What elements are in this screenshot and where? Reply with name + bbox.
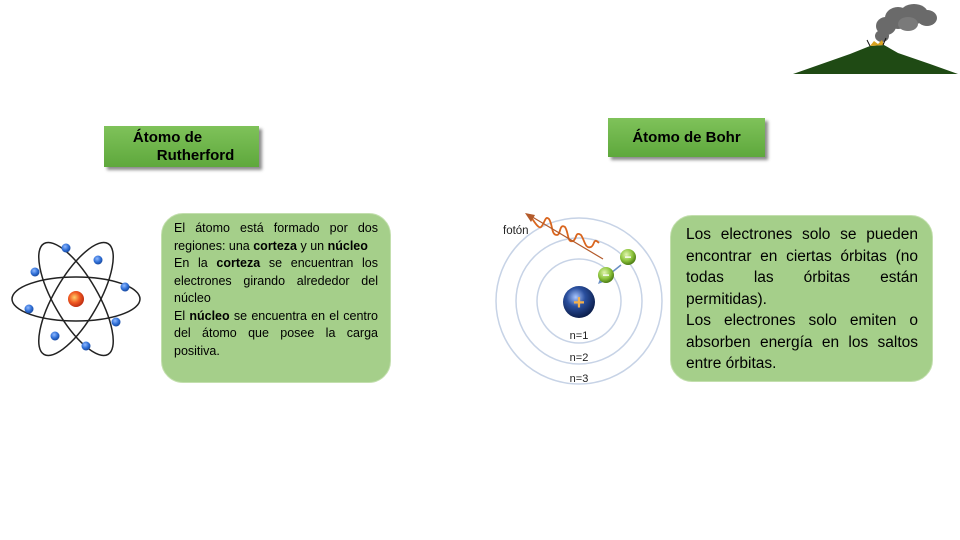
- rutherford-orbit-diagonal-a: [38, 241, 114, 357]
- volcano-lava: [870, 40, 884, 46]
- rutherford-title-line1: Átomo de: [132, 128, 203, 146]
- volcano-smoke: [875, 4, 937, 42]
- orbit-label-n2: n=2: [570, 352, 589, 364]
- highlight-corteza: corteza: [253, 238, 298, 253]
- rutherford-title-badge: Átomo de Rutherford: [104, 126, 259, 167]
- bohr-electron-upper: [620, 249, 636, 265]
- bohr-atom-diagram: − − + fotón n=1 n=2 n=3: [495, 213, 663, 385]
- bohr-description-box: Los electrones solo se pueden encontrar …: [670, 215, 933, 382]
- photon-wave: [530, 216, 600, 249]
- bohr-title-badge: Átomo de Bohr: [608, 118, 765, 157]
- rutherford-electron: [111, 317, 121, 327]
- bohr-orbit-n3: [495, 217, 663, 385]
- photon-arrowhead: [525, 213, 535, 222]
- rutherford-paragraph-1: El átomo está formado por dos regiones: …: [174, 221, 378, 253]
- highlight-nucleo: núcleo: [189, 308, 230, 323]
- highlight-nucleo: núcleo: [327, 238, 368, 253]
- rutherford-description-box: El átomo está formado por dos regiones: …: [161, 213, 391, 383]
- rutherford-paragraph-3: El núcleo se encuentra en el centro del …: [174, 308, 378, 358]
- photon-label: fotón: [503, 225, 529, 237]
- rutherford-title-line2: Rutherford: [156, 146, 235, 164]
- rutherford-electron: [120, 282, 130, 292]
- rutherford-electron: [50, 331, 60, 341]
- bohr-nucleus-sign: +: [573, 292, 585, 314]
- rutherford-paragraph-2: En la corteza se encuentran los electron…: [174, 256, 378, 305]
- rutherford-atom-diagram: [11, 241, 141, 357]
- highlight-corteza: corteza: [216, 256, 261, 270]
- bohr-orbit-n2: [515, 237, 643, 365]
- rutherford-electron: [30, 267, 40, 277]
- rutherford-electron: [61, 243, 71, 253]
- bohr-electron-lower: [598, 267, 614, 283]
- bohr-electron-upper-sign: −: [624, 250, 631, 264]
- rutherford-electron: [81, 341, 91, 351]
- bohr-paragraph-2: Los electrones solo emiten o absorben en…: [686, 312, 918, 372]
- rutherford-electron: [93, 255, 103, 265]
- rutherford-electron: [24, 304, 34, 314]
- bohr-nucleus: [563, 286, 595, 318]
- rutherford-orbit-diagonal-b: [38, 241, 114, 357]
- bohr-title-text: Átomo de Bohr: [632, 128, 741, 146]
- bohr-orbit-n1: [536, 258, 622, 344]
- rutherford-orbit-horizontal: [11, 276, 141, 322]
- orbit-label-n1: n=1: [570, 330, 589, 342]
- bohr-electron-lower-sign: −: [602, 268, 609, 282]
- orbit-label-n3: n=3: [570, 373, 589, 385]
- rutherford-nucleus: [68, 291, 84, 307]
- volcano-illustration: [793, 4, 958, 74]
- bohr-paragraph-1: Los electrones solo se pueden encontrar …: [686, 226, 918, 308]
- volcano-mountain: [793, 45, 958, 74]
